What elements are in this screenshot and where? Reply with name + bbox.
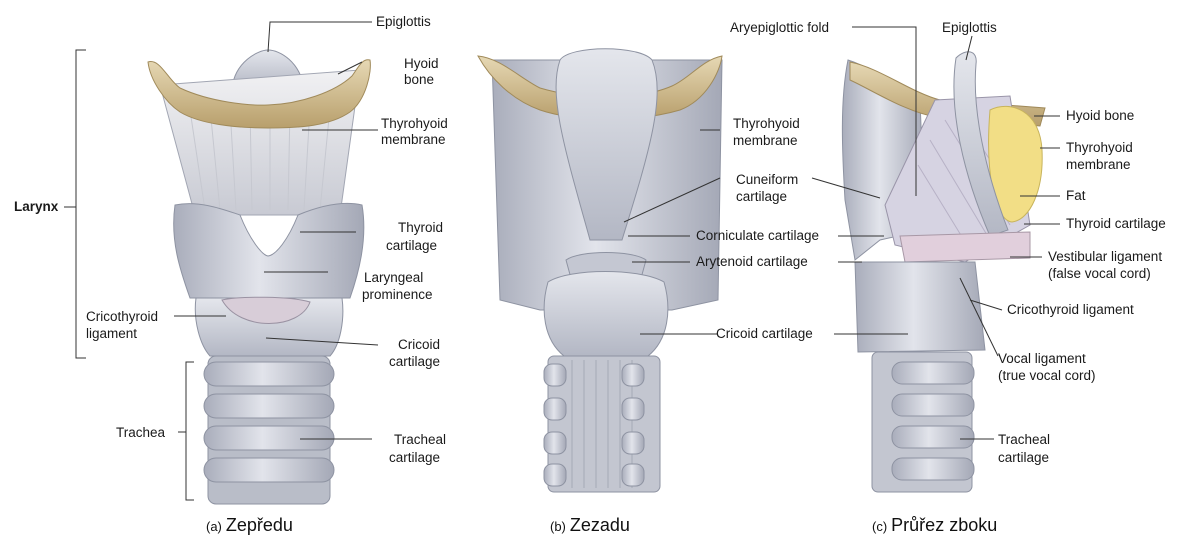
label-thyroid-line2: cartilage xyxy=(386,238,437,254)
label-cricothyroid-line2: ligament xyxy=(86,326,137,342)
label-tracheal-line2: cartilage xyxy=(389,450,440,466)
label-laryngeal-line1: Laryngeal xyxy=(364,270,423,286)
label-thyrohyoid-line2: membrane xyxy=(381,132,446,148)
label-c-thyroid-cartilage: Thyroid cartilage xyxy=(1066,216,1166,232)
label-vestibular-line1: Vestibular ligament xyxy=(1048,249,1162,265)
label-c-tracheal-line2: cartilage xyxy=(998,450,1049,466)
caption-side-tag: (c) xyxy=(872,519,887,534)
front-thyroid-cartilage xyxy=(174,203,364,298)
caption-side-text: Průřez zboku xyxy=(891,515,997,535)
back-cricoid-cartilage xyxy=(544,272,668,357)
caption-front: (a) Zepředu xyxy=(206,515,293,536)
label-vocal-line1: Vocal ligament xyxy=(998,351,1086,367)
caption-back-text: Zezadu xyxy=(570,515,630,535)
label-cricoid-line1: Cricoid xyxy=(398,337,440,353)
label-vestibular-line2: (false vocal cord) xyxy=(1048,266,1151,282)
label-c-thyrohyoid-line1: Thyrohyoid xyxy=(1066,140,1133,156)
label-c-tracheal-line1: Tracheal xyxy=(998,432,1050,448)
label-hyoid-line2: bone xyxy=(404,72,434,88)
caption-front-text: Zepředu xyxy=(226,515,293,535)
label-thyrohyoid-line1: Thyrohyoid xyxy=(381,116,448,132)
caption-front-tag: (a) xyxy=(206,519,222,534)
label-laryngeal-line2: prominence xyxy=(362,287,433,303)
label-corniculate: Corniculate cartilage xyxy=(696,228,819,244)
label-trachea: Trachea xyxy=(116,425,165,441)
label-c-hyoid-bone: Hyoid bone xyxy=(1066,108,1134,124)
label-vocal-line2: (true vocal cord) xyxy=(998,368,1096,384)
label-c-thyrohyoid-line2: membrane xyxy=(1066,157,1131,173)
label-cuneiform-line1: Cuneiform xyxy=(736,172,798,188)
label-arytenoid: Arytenoid cartilage xyxy=(696,254,808,270)
side-view xyxy=(842,52,1045,492)
label-aryepiglottic-fold: Aryepiglottic fold xyxy=(730,20,829,36)
label-c-epiglottis: Epiglottis xyxy=(942,20,997,36)
label-larynx: Larynx xyxy=(14,199,58,215)
side-cricoid-cartilage xyxy=(855,262,985,352)
front-view xyxy=(148,50,370,504)
label-tracheal-line1: Tracheal xyxy=(394,432,446,448)
caption-back: (b) Zezadu xyxy=(550,515,630,536)
label-b-thyrohyoid-line2: membrane xyxy=(733,133,798,149)
back-view xyxy=(478,49,722,492)
caption-back-tag: (b) xyxy=(550,519,566,534)
label-cricoid-line2: cartilage xyxy=(389,354,440,370)
label-hyoid-line1: Hyoid xyxy=(404,56,439,72)
label-cricothyroid-line1: Cricothyroid xyxy=(86,309,158,325)
label-cuneiform-line2: cartilage xyxy=(736,189,787,205)
label-fat: Fat xyxy=(1066,188,1086,204)
label-thyroid-line1: Thyroid xyxy=(398,220,443,236)
label-b-cricoid: Cricoid cartilage xyxy=(716,326,813,342)
label-epiglottis: Epiglottis xyxy=(376,14,431,30)
label-b-thyrohyoid-line1: Thyrohyoid xyxy=(733,116,800,132)
caption-side: (c) Průřez zboku xyxy=(872,515,997,536)
label-c-cricothyroid: Cricothyroid ligament xyxy=(1007,302,1134,318)
